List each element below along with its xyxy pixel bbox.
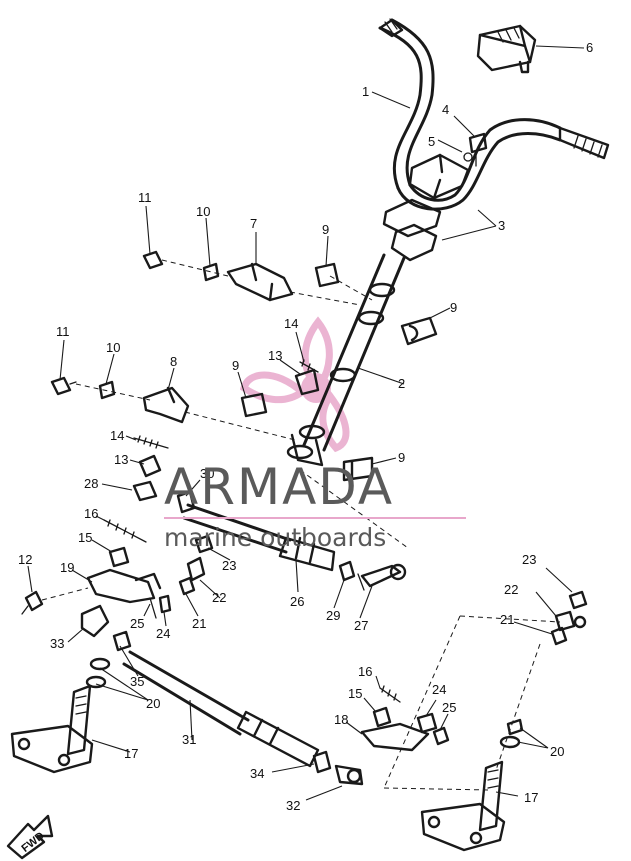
callout-7: 7 xyxy=(250,216,257,231)
callout-32: 32 xyxy=(286,798,300,813)
callout-20b: 20 xyxy=(550,744,564,759)
callout-25b: 25 xyxy=(442,700,456,715)
callout-1: 1 xyxy=(362,84,369,99)
callout-24b: 24 xyxy=(432,682,446,697)
callout-17a: 17 xyxy=(124,746,138,761)
callout-numbers: 1 2 3 4 5 6 7 8 9 9 9 9 10 10 11 11 12 1… xyxy=(18,40,593,813)
callout-34: 34 xyxy=(250,766,264,781)
callout-13b: 13 xyxy=(114,452,128,467)
brand-tagline: marine outboards xyxy=(164,523,386,552)
handlebar xyxy=(378,18,610,211)
callout-33: 33 xyxy=(50,636,64,651)
assembly-dash-lines-upper xyxy=(75,259,409,549)
callout-16a: 16 xyxy=(84,506,98,521)
callout-10a: 10 xyxy=(196,204,210,219)
pitman-arm-assembly xyxy=(21,519,162,638)
steering-rod-upper xyxy=(182,503,407,591)
callout-leaders xyxy=(27,45,585,801)
callout-11a: 11 xyxy=(138,190,152,205)
rod-end-hardware-left xyxy=(149,534,214,619)
callout-26: 26 xyxy=(290,594,304,609)
callout-11b: 11 xyxy=(56,324,70,339)
callout-19: 19 xyxy=(60,560,74,575)
callout-6: 6 xyxy=(586,40,593,55)
spindle-left xyxy=(10,684,94,774)
callout-28: 28 xyxy=(84,476,98,491)
callout-25a: 25 xyxy=(130,616,144,631)
callout-5: 5 xyxy=(428,134,435,149)
brand-watermark: ARMADA marine outboards xyxy=(164,458,466,552)
spindle-right xyxy=(420,760,506,852)
right-side-assembly xyxy=(360,590,588,791)
callout-15b: 15 xyxy=(348,686,362,701)
throttle-housing xyxy=(476,24,537,74)
callout-30: 30 xyxy=(200,466,214,481)
steering-column xyxy=(286,253,406,467)
callout-17b: 17 xyxy=(524,790,538,805)
column-bolts-and-nuts xyxy=(50,250,220,400)
spindle-washers-left xyxy=(85,630,132,689)
callout-9b: 9 xyxy=(450,300,457,315)
callout-22b: 22 xyxy=(504,582,518,597)
column-bushings xyxy=(240,262,438,482)
callout-14b: 14 xyxy=(110,428,124,443)
callout-27: 27 xyxy=(354,618,368,633)
callout-8: 8 xyxy=(170,354,177,369)
callout-9d: 9 xyxy=(398,450,405,465)
forward-direction-arrow: FWD xyxy=(6,814,54,860)
callout-3: 3 xyxy=(498,218,505,233)
brand-name: ARMADA xyxy=(164,458,394,516)
callout-24a: 24 xyxy=(156,626,170,641)
callout-22a: 22 xyxy=(212,590,226,605)
callout-13a: 13 xyxy=(268,348,282,363)
callout-29: 29 xyxy=(326,608,340,623)
callout-35: 35 xyxy=(130,674,144,689)
pitman-arm-hardware xyxy=(132,359,320,514)
callout-4: 4 xyxy=(442,102,449,117)
callout-23a: 23 xyxy=(222,558,236,573)
callout-15a: 15 xyxy=(78,530,92,545)
callout-31: 31 xyxy=(182,732,196,747)
long-tie-rod xyxy=(122,650,364,786)
callout-20a: 20 xyxy=(146,696,160,711)
callout-14a: 14 xyxy=(284,316,298,331)
callout-10b: 10 xyxy=(106,340,120,355)
callout-21b: 21 xyxy=(500,612,514,627)
callout-18: 18 xyxy=(334,712,348,727)
callout-12: 12 xyxy=(18,552,32,567)
callout-9c: 9 xyxy=(232,358,239,373)
callout-21a: 21 xyxy=(192,616,206,631)
callout-16b: 16 xyxy=(358,664,372,679)
callout-2: 2 xyxy=(398,376,405,391)
callout-9a: 9 xyxy=(322,222,329,237)
handlebar-upper-clamp xyxy=(382,132,488,262)
callout-23b: 23 xyxy=(522,552,536,567)
